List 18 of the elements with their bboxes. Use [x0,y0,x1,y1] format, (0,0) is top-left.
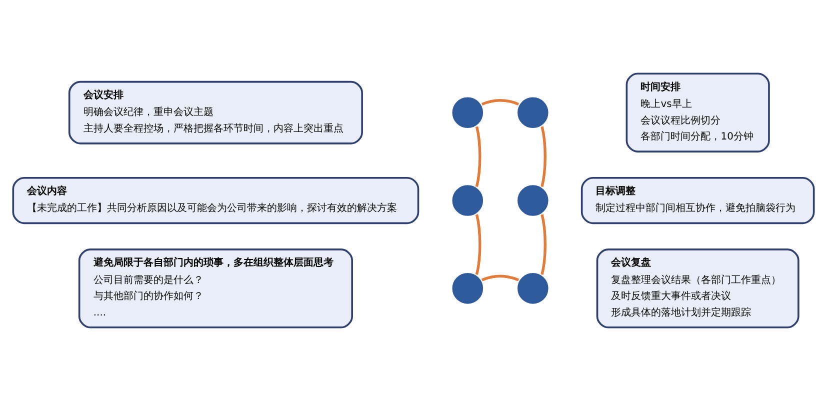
node-circle [450,182,485,218]
node-box: 会议复盘 复盘整理会议结果（各部门工作重点） 及时反馈重大事件或者决议 形成具体的落地计划并定期跟踪 [596,248,800,328]
node-circle [516,270,550,306]
node-box: 时间安排 晚上vs早上 会议议程比例切分 各部门时间分配，10分钟 [626,72,770,152]
connector [481,274,520,281]
node-circle [516,182,550,218]
node-box: 会议安排 明确会议纪律，重申会议主题 主持人要全程控场，严格把握各环节时间，内容上突出重点 [68,80,363,144]
node-circle [450,270,485,306]
node-box: 目标调整 制定过程中部门间相互协作，避免拍脑袋行为 [580,176,815,224]
connector [475,214,482,274]
connector [540,214,546,274]
connector [475,126,482,186]
node-circle [450,94,485,130]
connector [540,126,546,186]
node-box: 会议内容 【未完成的工作】共同分析原因以及可能会为公司带来的影响，探讨有效的解决方案 [12,176,420,224]
connector [481,98,520,105]
node-box: 避免局限于各自部门内的琐事，多在组织整体层面思考 公司目前需要的是什么？ 与其他部门的协作如何？ .... [78,248,353,328]
node-circle [516,94,550,130]
